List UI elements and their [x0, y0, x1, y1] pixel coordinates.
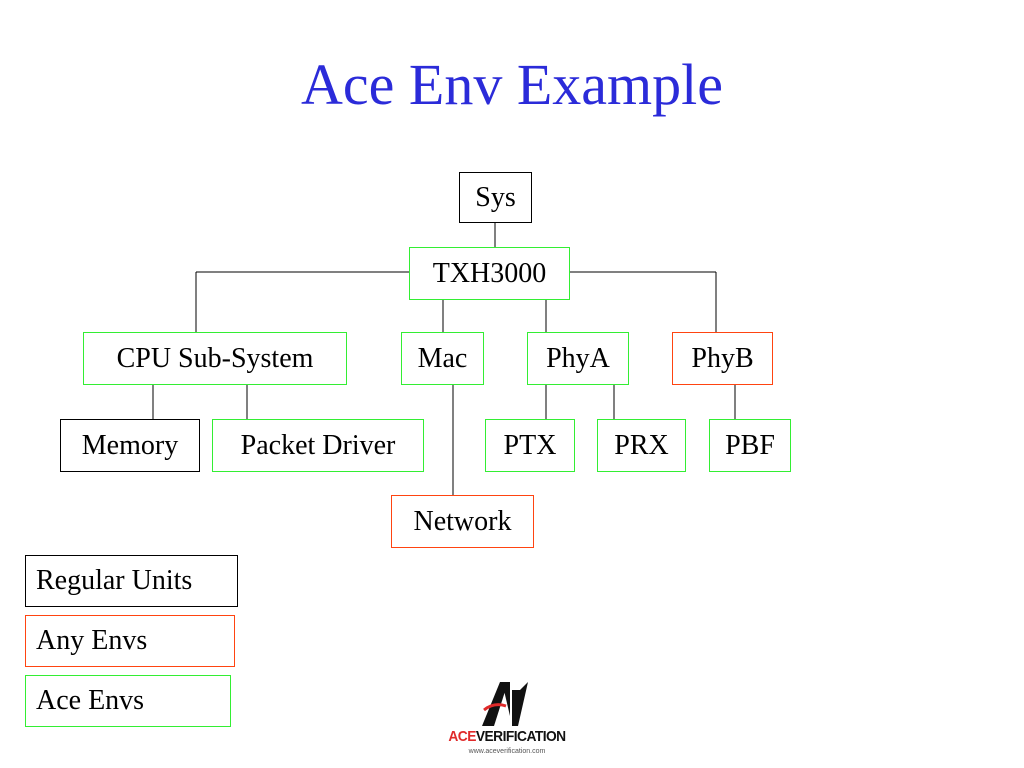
node-phya: PhyA — [527, 332, 629, 385]
ace-verification-logo: ACEVERIFICATION www.aceverification.com — [430, 676, 580, 766]
node-ptx: PTX — [485, 419, 575, 472]
node-pbf: PBF — [709, 419, 791, 472]
av-monogram-icon — [482, 682, 528, 726]
legend-ace-envs: Ace Envs — [25, 675, 231, 727]
logo-brand-suffix: VERIFICATION — [475, 728, 566, 745]
node-cpu-sub-system: CPU Sub-System — [83, 332, 347, 385]
slide-title: Ace Env Example — [301, 52, 723, 117]
legend-any-envs: Any Envs — [25, 615, 235, 667]
logo-brand-text: ACEVERIFICATION — [447, 728, 567, 745]
node-network: Network — [391, 495, 534, 548]
node-memory: Memory — [60, 419, 200, 472]
node-mac: Mac — [401, 332, 484, 385]
legend-regular-units: Regular Units — [25, 555, 238, 607]
logo-url: www.aceverification.com — [468, 748, 546, 755]
logo-brand-prefix: ACE — [448, 728, 476, 745]
node-packet-driver: Packet Driver — [212, 419, 424, 472]
node-txh3000: TXH3000 — [409, 247, 570, 300]
node-phyb: PhyB — [672, 332, 773, 385]
node-sys: Sys — [459, 172, 532, 223]
node-prx: PRX — [597, 419, 686, 472]
